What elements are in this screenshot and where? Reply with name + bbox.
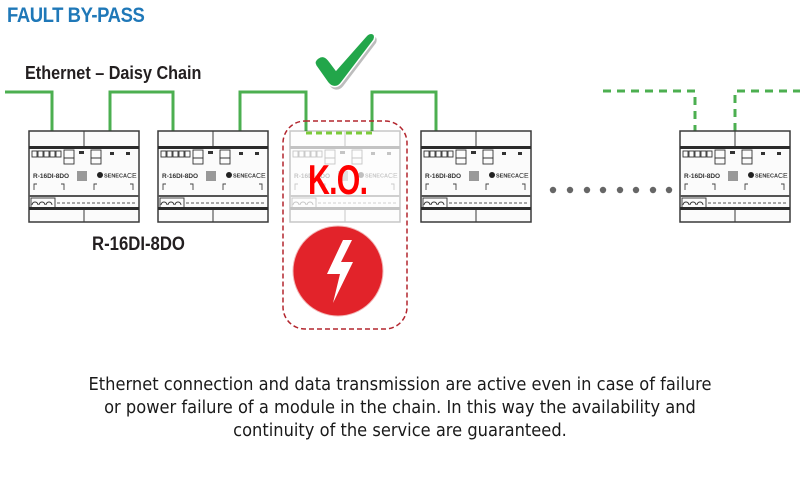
chain-subtitle: Ethernet – Daisy Chain — [25, 63, 202, 83]
fault-dashed-box — [282, 120, 408, 330]
daisy-chain-diagram: R-16DI-8DO SENECA CE — [5, 32, 800, 330]
model-label: R-16DI-8DO — [92, 234, 185, 255]
chain-ellipsis — [549, 186, 673, 194]
caption: Ethernet connection and data transmissio… — [28, 374, 772, 443]
ethernet-cable-solid — [5, 90, 438, 131]
module-2 — [157, 130, 269, 223]
caption-line-2: or power failure of a module in the chai… — [104, 398, 696, 418]
checkmark-icon — [314, 32, 377, 90]
module-1 — [28, 130, 140, 223]
page-title: FAULT BY-PASS — [7, 4, 145, 27]
caption-line-3: continuity of the service are guaranteed… — [233, 421, 567, 441]
failed-module-label: K.O. — [308, 156, 368, 203]
ethernet-cable-dashed — [603, 89, 800, 131]
lightning-bolt-icon — [292, 225, 384, 317]
module-5 — [679, 130, 791, 223]
caption-line-1: Ethernet connection and data transmissio… — [88, 375, 712, 395]
module-4 — [420, 130, 532, 223]
